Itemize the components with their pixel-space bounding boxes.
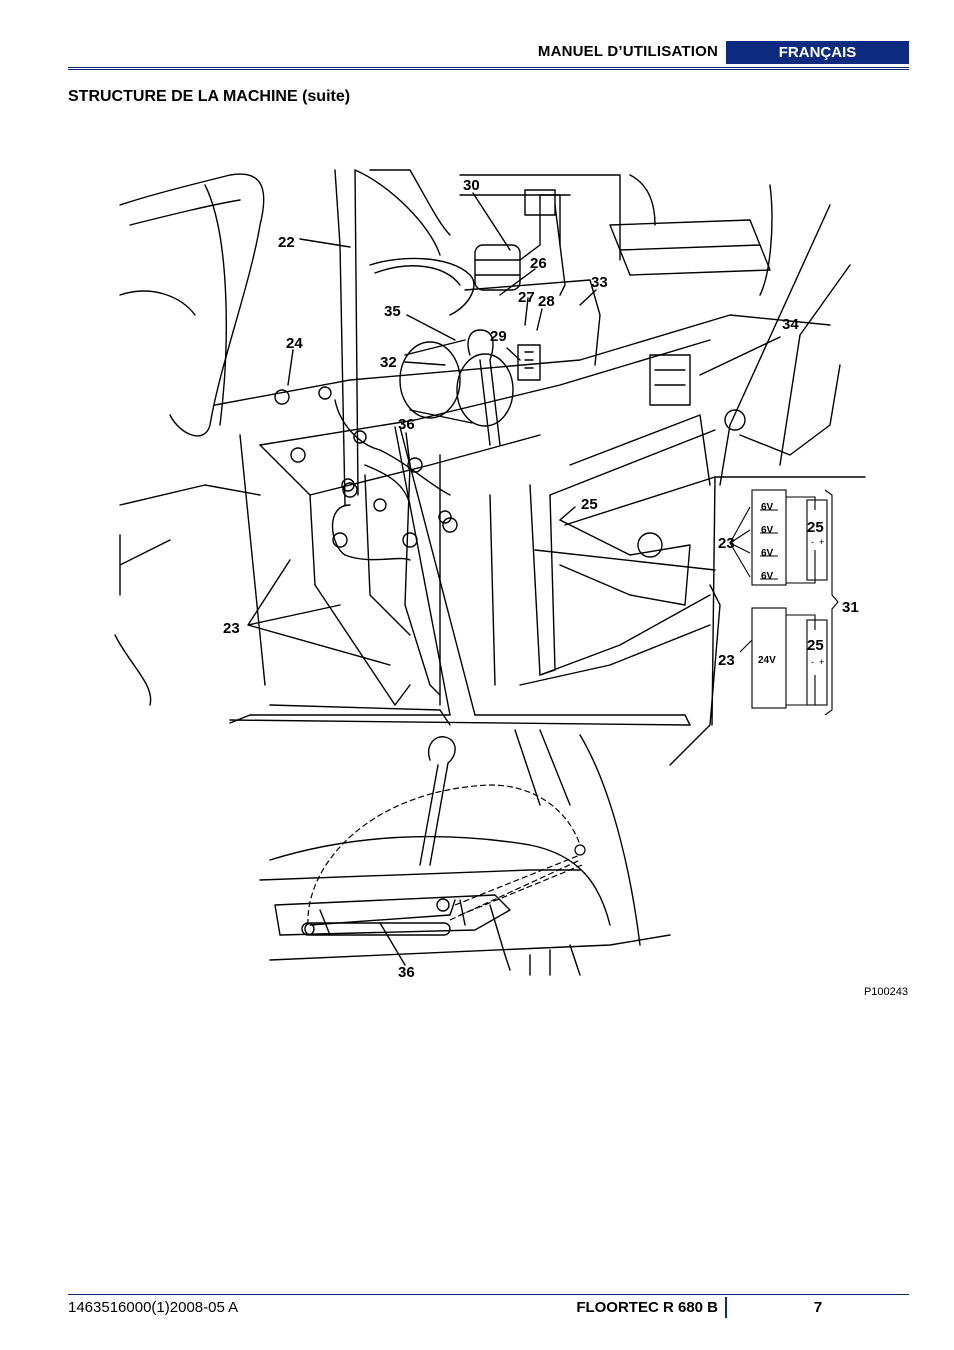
callout-23: 23 (223, 620, 240, 637)
page-number: 7 (813, 1299, 823, 1316)
terminal-plus-top: + (819, 537, 824, 547)
terminal-minus-bottom: - (811, 657, 814, 667)
inset-label-23-single: 23 (718, 652, 735, 669)
terminal-minus-top: - (811, 537, 814, 547)
inset-label-25-single: 25 (807, 637, 824, 654)
callout-34: 34 (782, 316, 799, 333)
battery-voltage-2: 6V (761, 525, 774, 536)
callout-24: 24 (286, 335, 303, 352)
callout-26: 26 (530, 255, 547, 272)
inset-label-23-series: 23 (718, 535, 735, 552)
battery-voltage-3: 6V (761, 548, 774, 559)
header-rule-secondary (68, 69, 909, 70)
callout-29: 29 (490, 328, 507, 345)
manual-title: MANUEL D’UTILISATION (537, 43, 718, 60)
battery-voltage-4: 6V (761, 571, 774, 582)
terminal-plus-bottom: + (819, 657, 824, 667)
inset-label-31: 31 (842, 599, 859, 616)
callout-22: 22 (278, 234, 295, 251)
product-name: FLOORTEC R 680 B (576, 1299, 718, 1316)
header-rule (68, 67, 909, 68)
language-tab: FRANÇAIS (726, 41, 909, 64)
battery-voltage-1: 6V (761, 502, 774, 513)
battery-voltage-24v: 24V (758, 655, 776, 666)
callout-28: 28 (538, 293, 555, 310)
figure-code: P100243 (863, 986, 908, 998)
machine-structure-diagram: 22 24 30 26 27 28 33 35 29 32 34 36 25 2… (114, 169, 866, 980)
callout-36-detail: 36 (398, 964, 415, 980)
footer-separator (725, 1297, 727, 1318)
footer-rule (68, 1294, 909, 1295)
section-title: STRUCTURE DE LA MACHINE (suite) (68, 88, 351, 105)
callout-33: 33 (591, 274, 608, 291)
callout-25: 25 (581, 496, 598, 513)
callout-35: 35 (384, 303, 401, 320)
callout-36: 36 (398, 416, 415, 433)
callout-30: 30 (463, 177, 480, 194)
inset-label-25-series: 25 (807, 519, 824, 536)
document-number: 1463516000(1)2008-05 A (68, 1299, 239, 1316)
callout-27: 27 (518, 289, 535, 306)
callout-32: 32 (380, 354, 397, 371)
